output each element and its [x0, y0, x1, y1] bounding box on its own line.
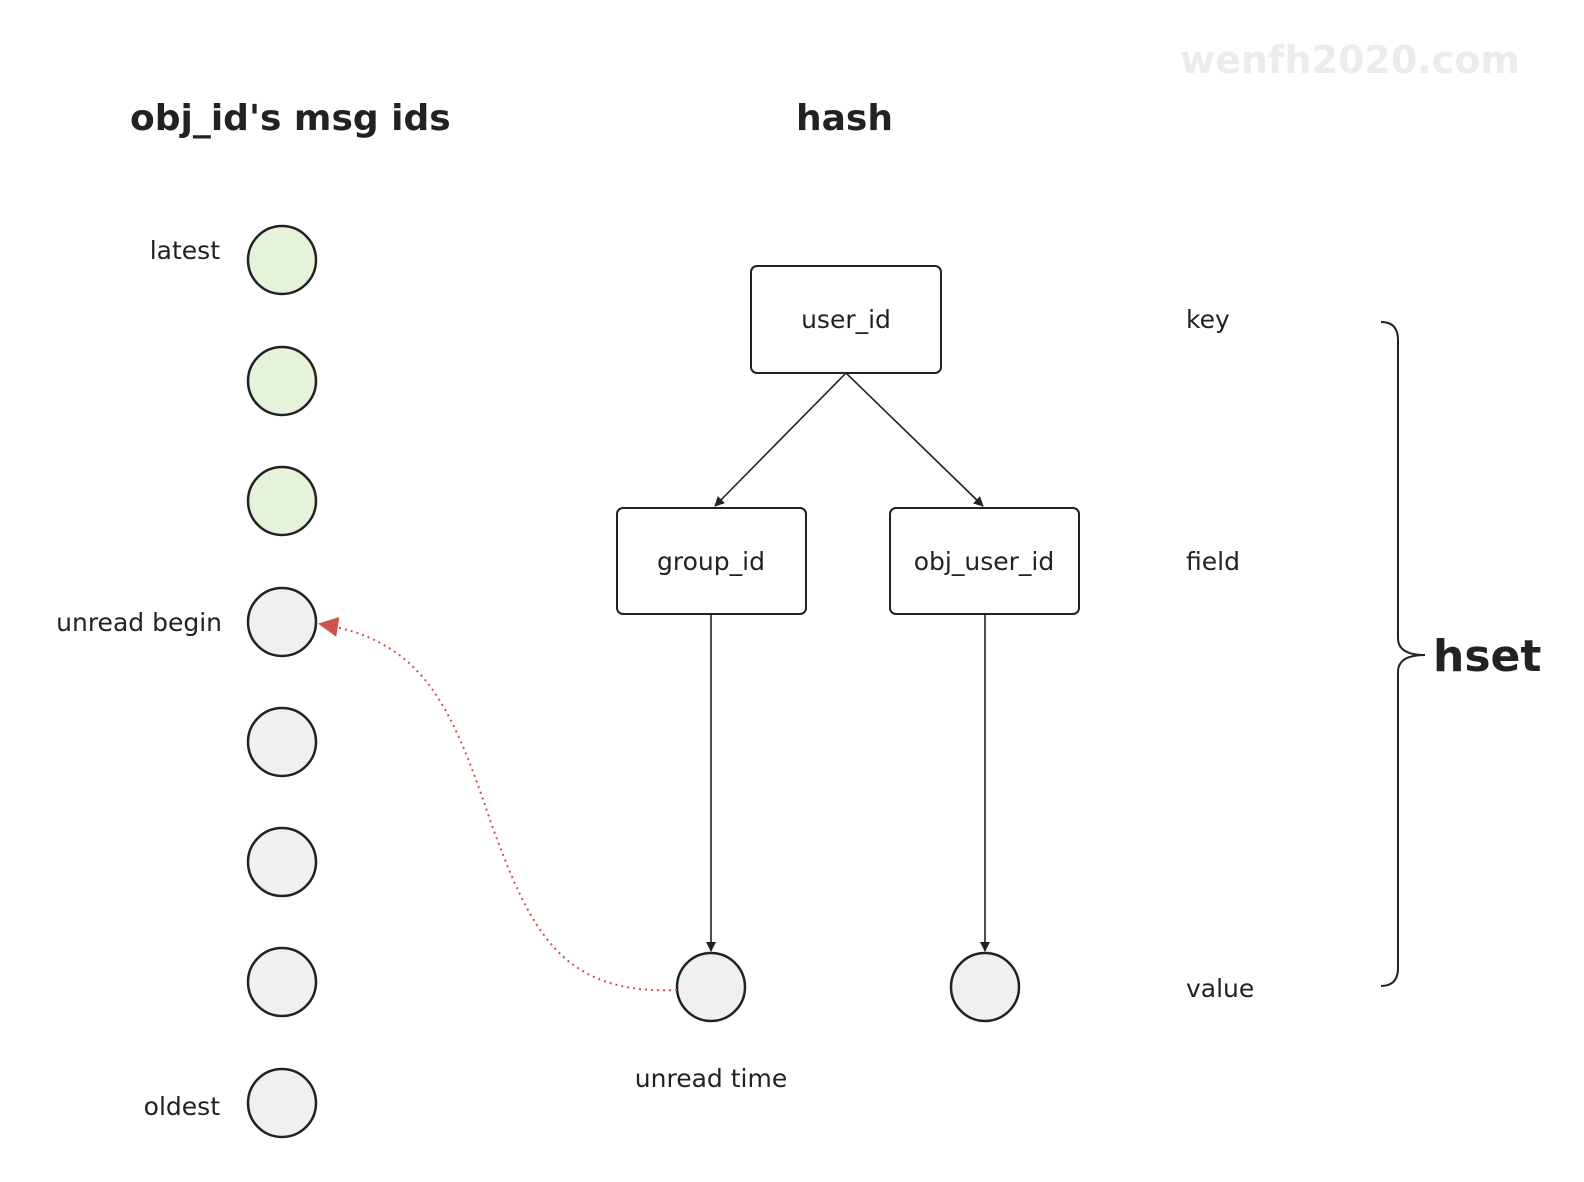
msg-id-circle [246, 224, 318, 296]
msg-ids-title: obj_id's msg ids [130, 98, 451, 139]
edge-key-to-group-id [714, 372, 847, 507]
value-circle [949, 951, 1021, 1023]
key-node-label: user_id [801, 305, 891, 334]
msg-id-circle [246, 706, 318, 778]
brace-icon [1380, 321, 1426, 987]
field-node-label: obj_user_id [914, 547, 1054, 576]
value-circle-unread-time [675, 951, 747, 1023]
latest-label: latest [150, 236, 220, 265]
edge-key-to-obj-user-id [845, 372, 984, 507]
msg-id-circle [246, 465, 318, 537]
watermark: wenfh2020.com [1180, 38, 1520, 82]
msg-id-circle [246, 946, 318, 1018]
field-node-label: group_id [657, 547, 765, 576]
msg-id-circle [246, 826, 318, 898]
role-key-label: key [1186, 305, 1230, 334]
hset-label: hset [1433, 631, 1541, 682]
unread-pointer-arrow [318, 616, 678, 992]
unread-begin-label: unread begin [56, 608, 222, 637]
role-field-label: field [1186, 547, 1240, 576]
msg-id-circle [246, 345, 318, 417]
msg-id-circle [246, 1067, 318, 1139]
unread-time-label: unread time [635, 1064, 787, 1093]
msg-id-circle-unread-begin [246, 586, 318, 658]
role-value-label: value [1186, 974, 1254, 1003]
hash-title: hash [796, 98, 893, 139]
oldest-label: oldest [144, 1092, 221, 1121]
